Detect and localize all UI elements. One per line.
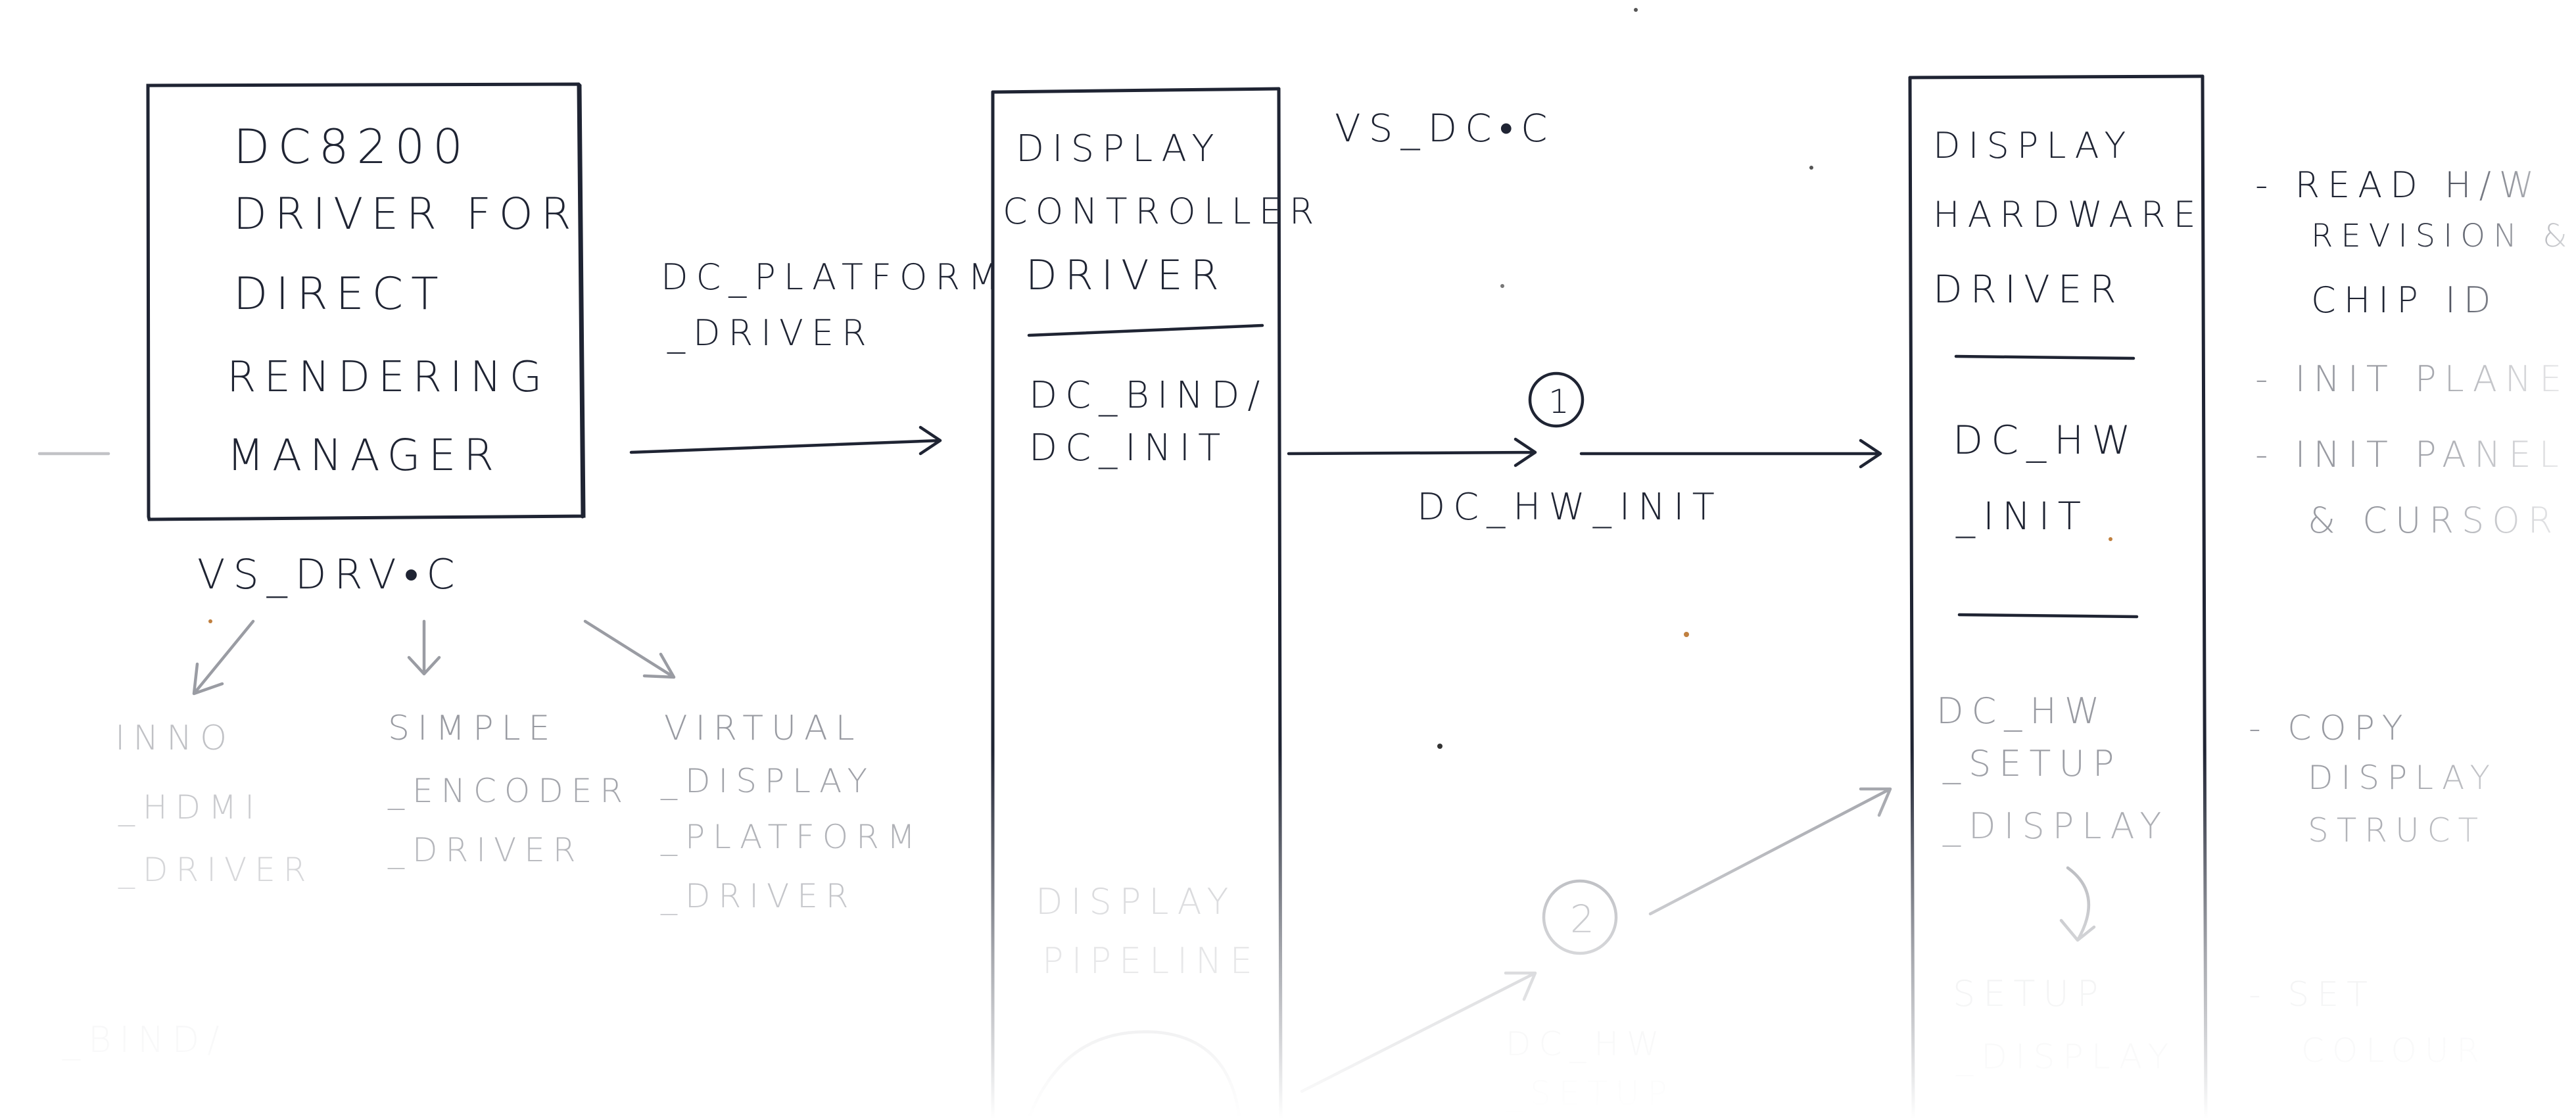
hardware-title-3: DRIVER	[1933, 267, 2124, 312]
pipeline-sketch	[1027, 1030, 1241, 1119]
svg-text:- SET: - SET	[2249, 975, 2375, 1014]
step-1-number: 1	[1548, 383, 1569, 421]
hardware-setup2-1: SETUP	[1953, 973, 2106, 1014]
paper-specks	[208, 8, 2112, 749]
svg-text:& CURSOR: & CURSOR	[2308, 500, 2560, 541]
bottom-left-fragment: _BIND/	[62, 1019, 227, 1060]
pipeline-label-2: PIPELINE	[1042, 940, 1260, 982]
controller-title-2: CONTROLLER	[1003, 191, 1322, 232]
sub-driver-virtual-display: VIRTUAL _DISPLAY _PLATFORM _DRIVER	[660, 709, 923, 915]
hardware-setup-2: _SETUP	[1942, 743, 2122, 784]
note-set-colour: - SET COLOUR	[2249, 975, 2487, 1070]
controller-driver-column: DISPLAY CONTROLLER DRIVER DC_BIND/ DC_IN…	[991, 87, 1322, 1119]
svg-text:_BIND/: _BIND/	[62, 1019, 227, 1060]
hardware-title-1: DISPLAY	[1933, 125, 2134, 166]
svg-text:_PLATFORM: _PLATFORM	[660, 818, 923, 856]
drm-line-3: DIRECT	[233, 268, 446, 320]
svg-text:_DRIVER: _DRIVER	[387, 831, 584, 869]
svg-text:DISPLAY: DISPLAY	[2308, 759, 2498, 797]
note-copy-display: - COPY DISPLAY STRUCT	[2249, 709, 2498, 849]
hardware-divider-2	[1957, 613, 2139, 619]
step-1-edge: 1 DC_HW_INIT	[1287, 371, 1882, 529]
hardware-init-1: DC_HW	[1953, 417, 2139, 464]
step-2-label-1: DC_HW	[1506, 1025, 1667, 1063]
step-2-label-2: _SETUP	[1505, 1074, 1675, 1112]
drm-line-4: RENDERING	[227, 353, 550, 402]
hardware-divider-1	[1954, 354, 2135, 360]
svg-text:- COPY: - COPY	[2249, 709, 2411, 748]
controller-title-3: DRIVER	[1026, 251, 1227, 299]
sub-driver-arrows	[192, 619, 676, 696]
svg-text:COLOUR: COLOUR	[2301, 1032, 2487, 1070]
drm-line-2: DRIVER FOR	[233, 189, 579, 239]
controller-source-file: VS_DC•C	[1335, 106, 1555, 151]
sub-driver-simple-encoder: SIMPLE _ENCODER _DRIVER	[387, 709, 631, 869]
drm-line-1: DC8200	[233, 119, 471, 174]
hardware-setup-3: _DISPLAY	[1942, 805, 2169, 847]
platform-label-1: DC_PLATFORM	[661, 256, 1007, 298]
svg-text:_ENCODER: _ENCODER	[387, 772, 631, 810]
step-2-label-group: DC_HW _SETUP	[1505, 1025, 1675, 1112]
svg-text:INNO: INNO	[115, 719, 235, 758]
hardware-setup-1: DC_HW	[1936, 690, 2107, 732]
svg-text:SIMPLE: SIMPLE	[388, 709, 558, 748]
drm-line-5: MANAGER	[227, 430, 502, 481]
note-read-hw: - READ H/W REVISION & CHIP ID	[2255, 164, 2575, 321]
svg-text:_DRIVER: _DRIVER	[118, 851, 314, 889]
svg-text:_HDMI: _HDMI	[118, 788, 262, 826]
hardware-title-2: HARDWARE	[1933, 194, 2204, 235]
note-init-panel: - INIT PANEL & CURSOR	[2255, 434, 2567, 541]
platform-arrow	[629, 425, 942, 456]
svg-text:_DISPLAY: _DISPLAY	[660, 762, 875, 800]
hardware-init-2: _INIT	[1955, 494, 2089, 538]
svg-text:REVISION &: REVISION &	[2311, 218, 2575, 254]
drm-source-file: VS_DRV•C	[197, 550, 463, 598]
platform-label-2: _DRIVER	[667, 312, 874, 354]
sub-driver-inno-hdmi: INNO _HDMI _DRIVER	[115, 719, 314, 889]
hardware-driver-column: DISPLAY HARDWARE DRIVER DC_HW _INIT DC_H…	[1908, 74, 2208, 1119]
note-init-plane: - INIT PLANE	[2255, 358, 2569, 400]
svg-text:VIRTUAL: VIRTUAL	[664, 709, 863, 748]
drm-driver-box: DC8200 DRIVER FOR DIRECT RENDERING MANAG…	[146, 82, 586, 521]
platform-driver-edge: DC_PLATFORM _DRIVER	[629, 256, 1007, 456]
svg-text:CHIP ID: CHIP ID	[2311, 279, 2498, 321]
svg-text:STRUCT: STRUCT	[2308, 811, 2486, 849]
controller-title-1: DISPLAY	[1016, 128, 1222, 170]
step-1-label: DC_HW_INIT	[1417, 486, 1723, 529]
svg-text:- READ H/W: - READ H/W	[2255, 164, 2542, 206]
step-1-circle	[1528, 371, 1585, 428]
svg-text:- INIT PLANE: - INIT PLANE	[2255, 358, 2569, 400]
controller-divider	[1027, 323, 1264, 337]
controller-func-1: DC_BIND/	[1029, 374, 1268, 417]
step-2-number: 2	[1570, 897, 1594, 941]
hardware-setup2-2: _DISPLAY	[1955, 1037, 2176, 1077]
pipeline-label-1: DISPLAY	[1036, 881, 1236, 922]
svg-text:- INIT PANEL: - INIT PANEL	[2255, 434, 2567, 475]
svg-text:_DRIVER: _DRIVER	[660, 877, 857, 915]
controller-func-2: DC_INIT	[1029, 427, 1228, 469]
hardware-setup-arrow	[2059, 866, 2096, 942]
